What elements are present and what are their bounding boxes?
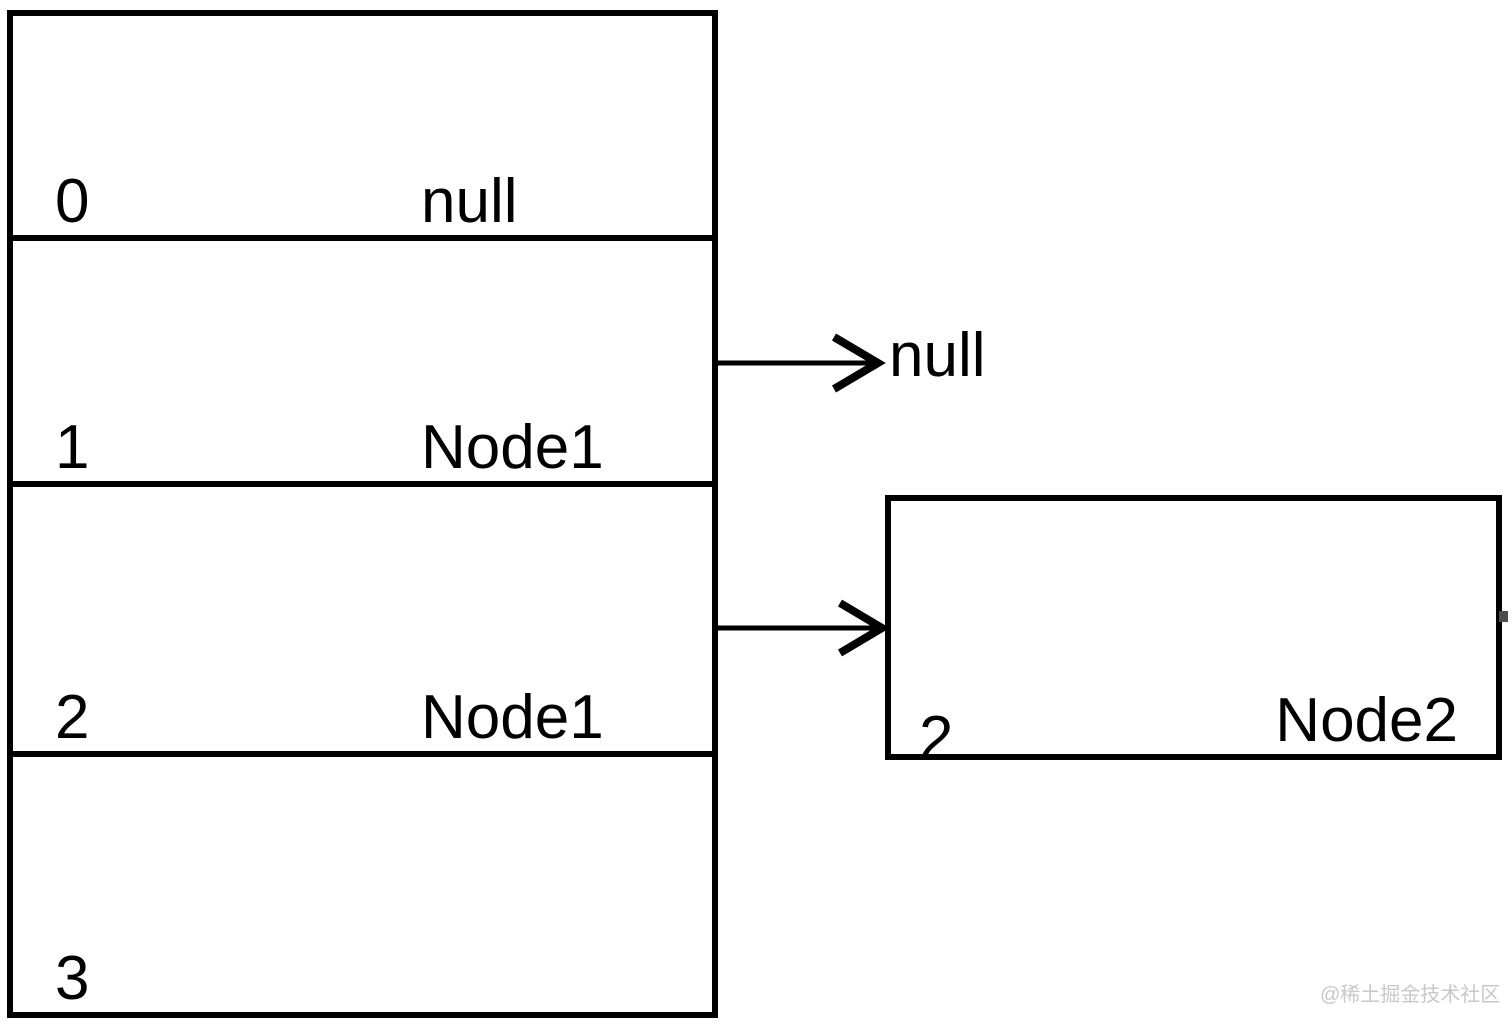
array-row-1: 1 Node1 [13,241,712,487]
node2-value-label: Node2 [1275,686,1458,755]
row-2-value-label: Node1 [421,683,604,752]
node2-index-label: 2 [919,704,954,773]
row-0-value-label: null [421,167,518,236]
array-table: 0 null 1 Node1 2 Node1 3 [7,10,718,1018]
row-1-index-label: 1 [55,413,90,482]
row-0-index-label: 0 [55,167,90,236]
null-pointer-label: null [889,321,986,390]
watermark-text: @稀土掘金技术社区 [1320,984,1501,1006]
row-1-value-label: Node1 [421,413,604,482]
arrow-row1-to-null [718,333,886,393]
array-row-2: 2 Node1 [13,487,712,757]
clipped-pointer-stub [1499,611,1508,622]
arrow-row2-to-node2 [718,599,890,657]
array-row-0: 0 null [13,16,712,241]
row-3-index-label: 3 [55,944,90,1013]
array-row-3: 3 [13,757,712,1012]
node2-box: 2 Node2 [885,495,1502,770]
row-2-index-label: 2 [55,683,90,752]
